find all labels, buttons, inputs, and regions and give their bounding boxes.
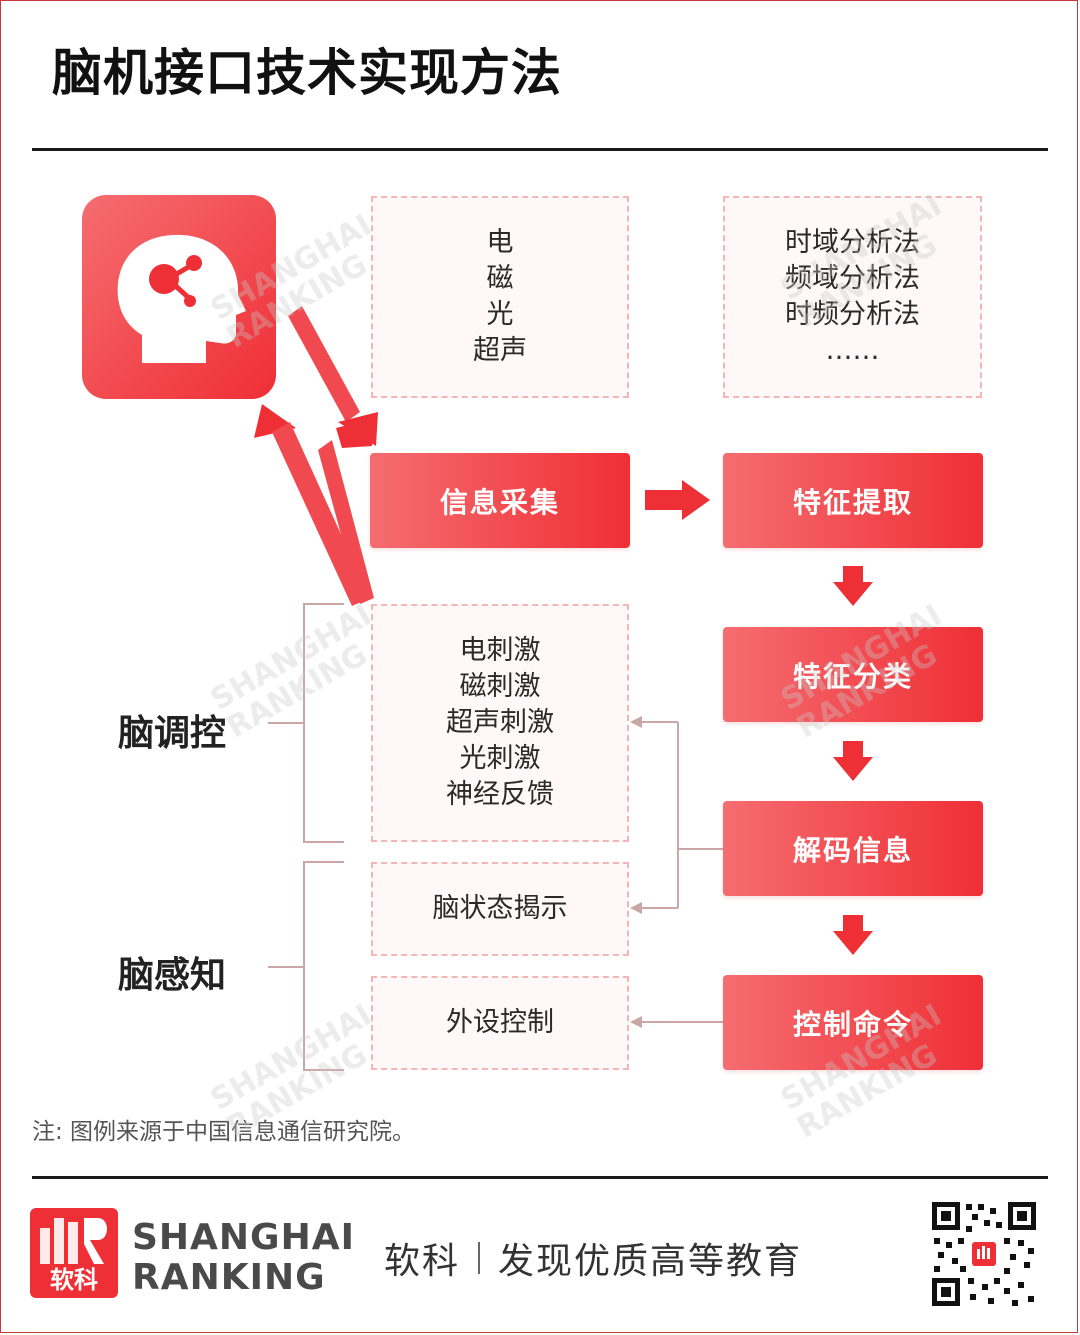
qr-code-icon — [930, 1200, 1038, 1308]
brand-logo-icon: 软科 — [30, 1208, 118, 1298]
acquisition-item: 光 — [486, 299, 514, 330]
acquisition-methods-box: 电 磁 光 超声 — [371, 196, 629, 398]
footer-divider — [32, 1176, 1048, 1179]
regulation-items-box: 电刺激 磁刺激 超声刺激 光刺激 神经反馈 — [371, 604, 629, 842]
acquisition-item: 电 — [486, 227, 514, 258]
analysis-item: 频域分析法 — [785, 263, 920, 294]
acquisition-item: 磁 — [486, 263, 514, 294]
brand-name-line2: RANKING — [132, 1257, 326, 1298]
arrow-classify-to-decode — [833, 741, 873, 781]
acquisition-item: 超声 — [473, 335, 527, 366]
decode-feedback-lines — [638, 721, 723, 909]
collect-box: 信息采集 — [370, 453, 630, 548]
command-box: 控制命令 — [723, 975, 983, 1070]
page-title: 脑机接口技术实现方法 — [52, 44, 562, 102]
analysis-item: …… — [825, 335, 880, 366]
head-network-icon — [117, 234, 247, 363]
device-control-text: 外设控制 — [446, 1007, 554, 1038]
footer-slogan: 软科 发现优质高等教育 — [384, 1232, 802, 1284]
arrow-regulation-to-head — [254, 404, 374, 606]
regulation-item: 电刺激 — [459, 635, 541, 666]
arrow-extract-to-classify — [833, 566, 873, 606]
slogan-text: 发现优质高等教育 — [498, 1241, 803, 1282]
title-divider — [32, 148, 1048, 151]
perception-label: 脑感知 — [118, 955, 227, 996]
state-reveal-box: 脑状态揭示 — [371, 862, 629, 956]
slogan-separator — [478, 1242, 481, 1274]
regulation-item: 神经反馈 — [446, 779, 554, 810]
head-icon-tile — [82, 195, 276, 399]
regulation-item: 光刺激 — [459, 743, 541, 774]
brand-name-line1: SHANGHAI — [132, 1217, 355, 1258]
arrow-decode-to-command — [833, 915, 873, 955]
slogan-brand: 软科 — [384, 1241, 461, 1282]
analysis-item: 时频分析法 — [785, 299, 920, 330]
arrow-collect-to-extract — [645, 480, 710, 520]
arrow-to-regulation-items — [630, 716, 642, 728]
device-control-box: 外设控制 — [371, 976, 629, 1070]
extract-box: 特征提取 — [723, 453, 983, 548]
perception-bracket — [268, 861, 344, 1071]
regulation-item: 磁刺激 — [459, 671, 541, 702]
source-note: 注: 图例来源于中国信息通信研究院。 — [32, 1119, 416, 1145]
decode-box: 解码信息 — [723, 801, 983, 896]
regulation-bracket — [268, 603, 344, 843]
arrow-head-to-collect — [288, 306, 378, 448]
classify-box: 特征分类 — [723, 627, 983, 722]
regulation-item: 超声刺激 — [446, 707, 554, 738]
regulation-label: 脑调控 — [118, 713, 227, 754]
state-reveal-text: 脑状态揭示 — [432, 893, 568, 924]
command-to-device-line — [630, 1016, 723, 1028]
brand-logo-cn: 软科 — [50, 1266, 98, 1294]
analysis-item: 时域分析法 — [785, 227, 920, 258]
arrow-to-state-reveal — [630, 902, 642, 914]
analysis-methods-box: 时域分析法 频域分析法 时频分析法 …… — [723, 196, 982, 398]
